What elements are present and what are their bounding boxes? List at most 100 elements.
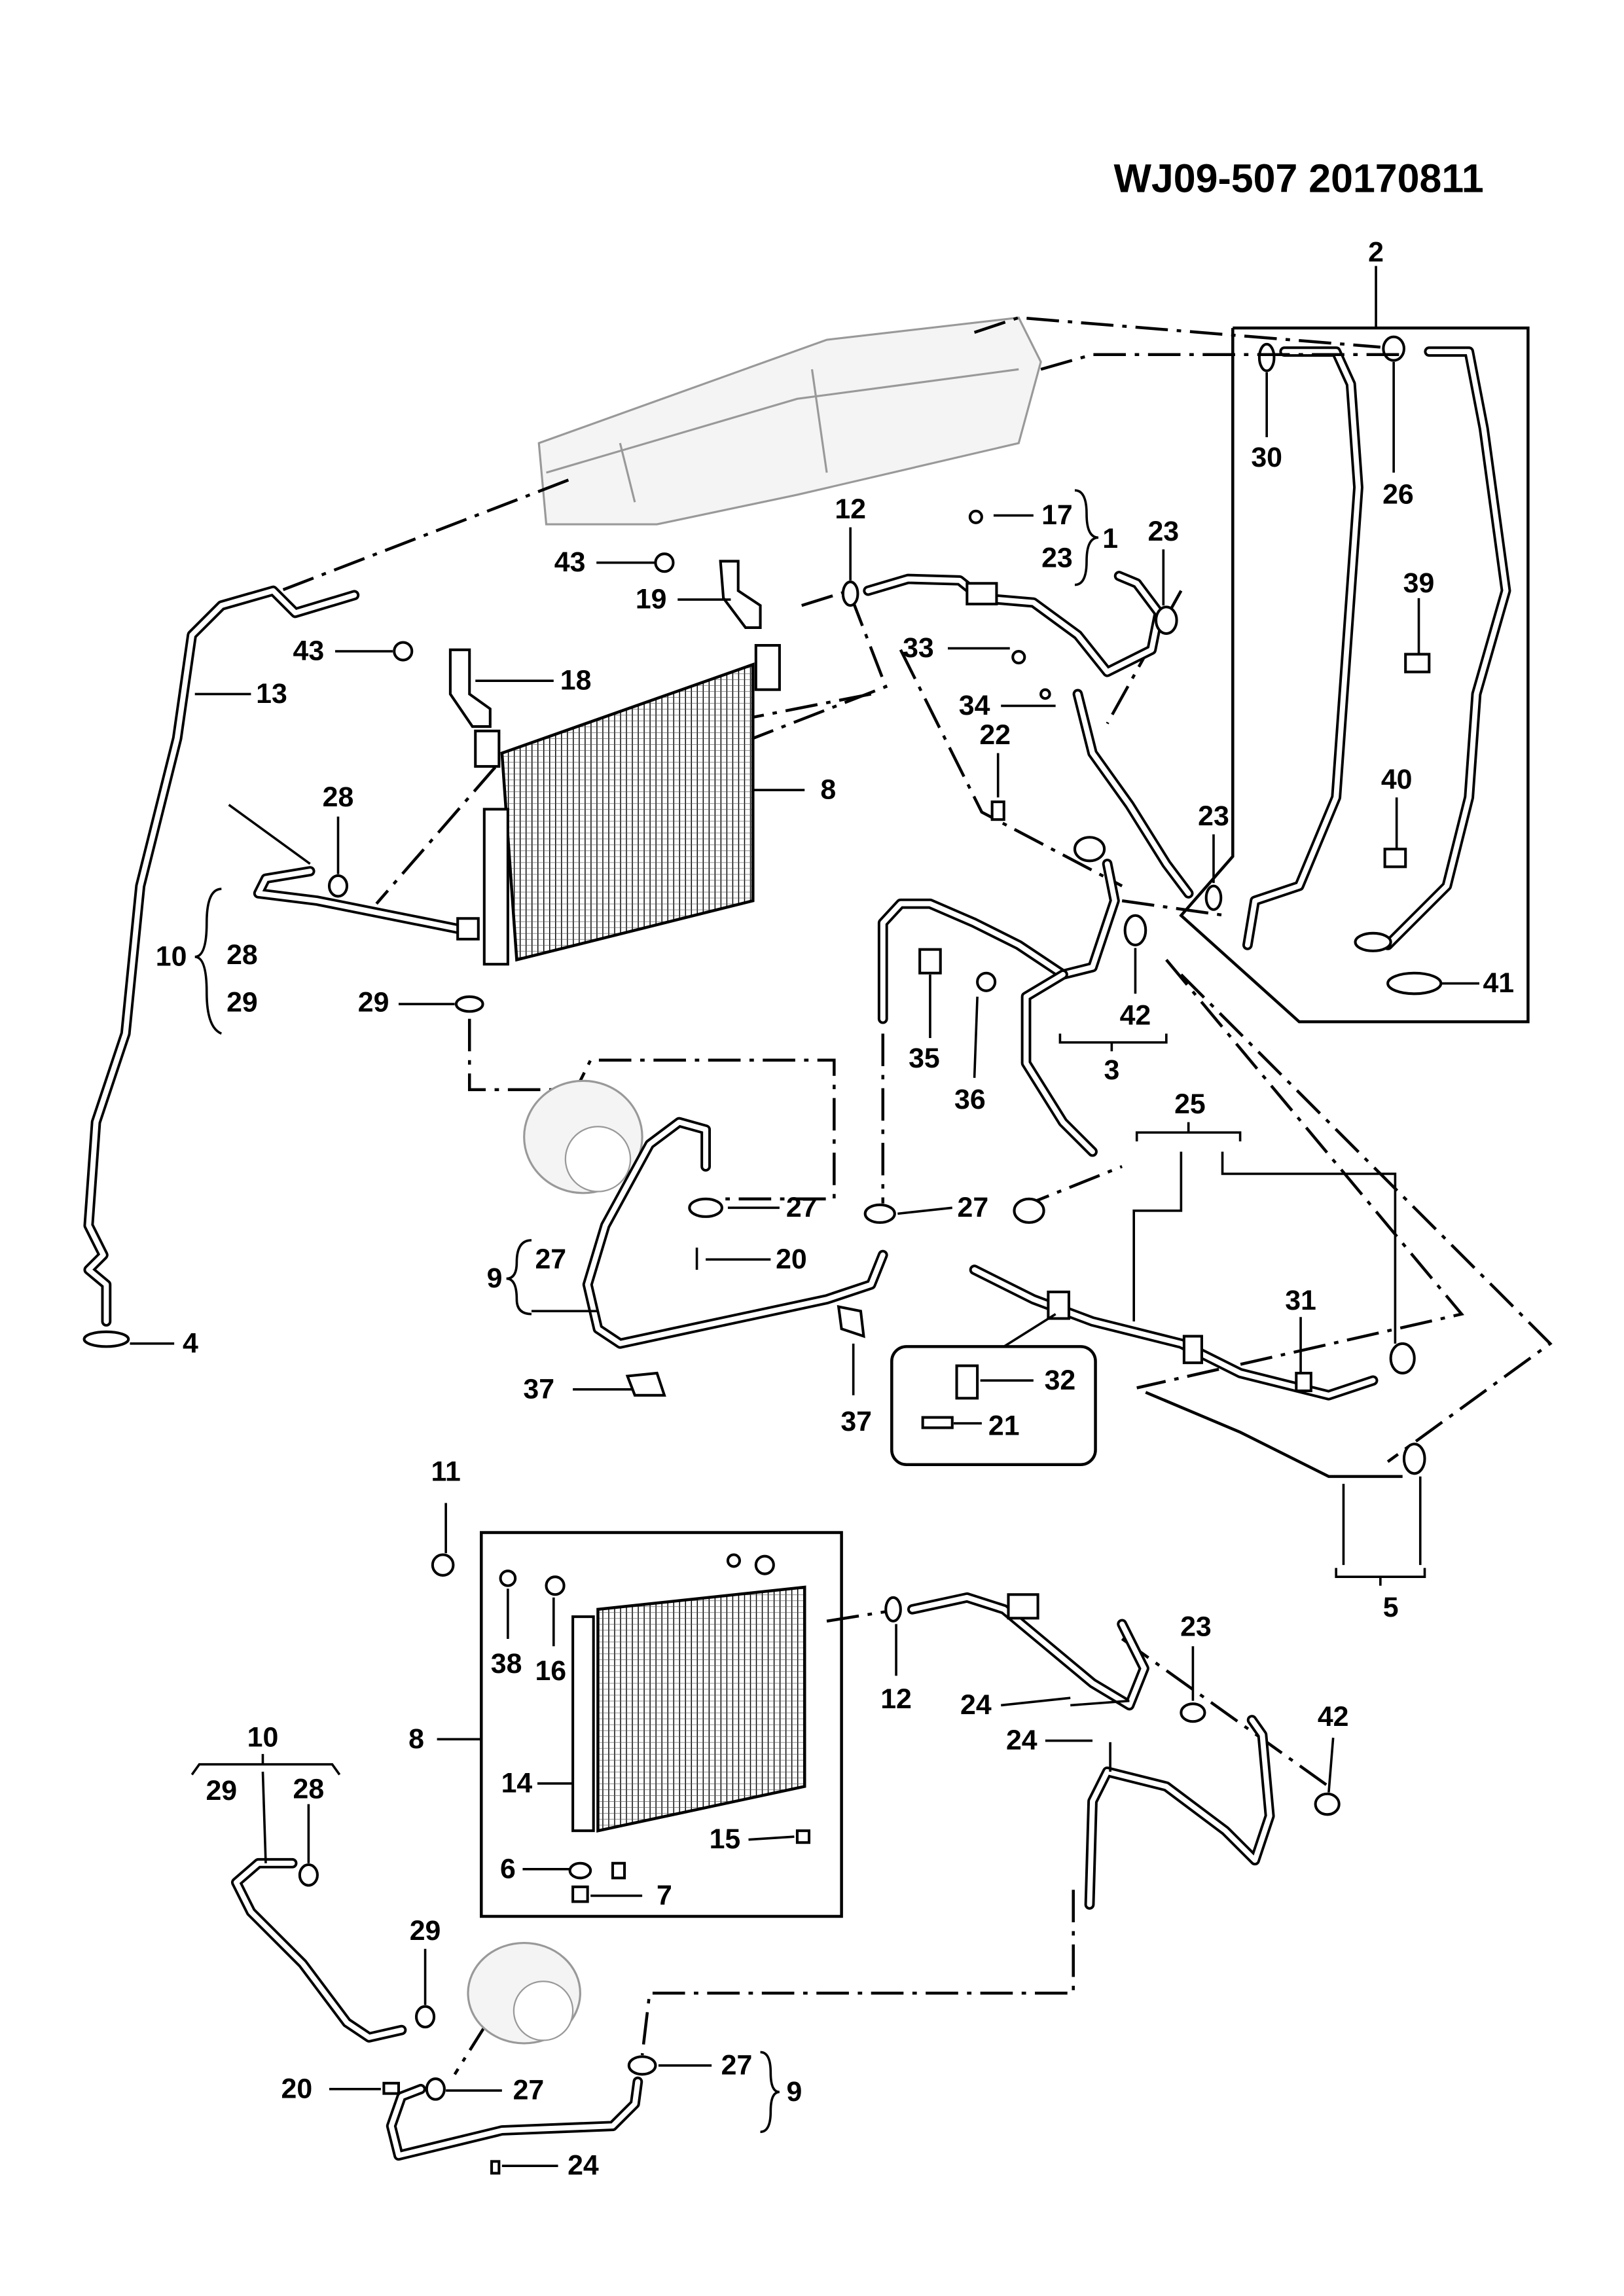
o-ring-42a [1123,914,1147,946]
callout-29: 29 [358,986,389,1018]
callout-24: 24 [960,1689,992,1721]
callout-27: 27 [958,1192,989,1223]
callout-13: 13 [256,678,287,709]
callout-32: 32 [1045,1365,1076,1396]
callout-36: 36 [954,1084,986,1115]
callout-24: 24 [1006,1725,1038,1756]
o-ring-6 [568,1861,592,1880]
callout-27: 27 [721,2049,753,2081]
callout-21: 21 [988,1410,1020,1442]
o-ring-28c [298,1863,319,1887]
o-ring-23c [1180,1702,1206,1723]
callout-5: 5 [1383,1592,1399,1623]
callout-40: 40 [1381,764,1413,795]
clip-39 [1404,653,1431,673]
callout-8: 8 [820,774,836,806]
o-ring-27a [688,1197,723,1218]
detail-box-32-21 [890,1313,1097,1467]
callout-11: 11 [431,1456,460,1488]
callout-3: 3 [1104,1054,1119,1086]
callout-12: 12 [880,1683,912,1715]
callout-12: 12 [835,493,866,525]
callout-22: 22 [979,719,1011,751]
callout-42: 42 [1318,1701,1349,1732]
o-ring-5 [1402,1443,1426,1475]
o-ring-23b [1204,884,1223,911]
liquid-line-13-drawing [82,585,360,1348]
hose-assembly-2-box [1179,266,1530,1024]
callout-14: 14 [501,1768,533,1799]
callout-41: 41 [1483,967,1514,999]
callout-23: 23 [1041,542,1073,573]
o-ring-25 [1389,1342,1416,1374]
diagram-title: WJ09-507 20170811 [1113,156,1483,201]
o-ring-27b [863,1203,896,1224]
o-ring-30 [1257,342,1276,372]
o-ring-27d [627,2055,657,2076]
callout-37: 37 [840,1406,872,1437]
o-ring-27e [425,2077,446,2101]
grommet-41 [1386,971,1443,996]
callout-2: 2 [1368,237,1384,268]
callout-7: 7 [657,1880,672,1911]
callout-43: 43 [293,636,325,667]
plug-7 [571,1885,589,1903]
callout-38: 38 [491,1648,522,1679]
o-ring-27c [1013,1197,1045,1224]
o-ring-23a [1154,605,1178,636]
pipe-assembly-25-drawing [969,1197,1426,1479]
o-ring-28 [327,874,349,898]
callout-23: 23 [1180,1611,1212,1642]
o-ring-42b [1314,1792,1341,1816]
callout-16: 16 [535,1655,566,1687]
callout-15: 15 [710,1823,741,1855]
o-ring-12a [841,581,859,607]
callout-4: 4 [183,1327,198,1359]
callout-25: 25 [1174,1088,1206,1120]
callout-9: 9 [487,1263,503,1294]
connection-lines [280,316,1553,2075]
discharge-hose-10-bottom-drawing [190,1753,581,2045]
o-ring-29 [454,995,484,1013]
callout-23: 23 [1198,800,1229,832]
suction-hose-drawing [1242,335,1511,996]
condenser-8-top-drawing [474,643,781,966]
callout-19: 19 [636,584,667,615]
callout-8: 8 [408,1723,424,1755]
callout-43: 43 [554,547,586,578]
hose-9-top-drawing [582,1117,896,1397]
callout-6: 6 [500,1853,516,1884]
callout-37: 37 [523,1373,554,1405]
callout-labels: 2 30 26 39 40 41 12 17 23 1 23 43 19 43 … [156,237,1514,2181]
callout-27: 27 [513,2075,545,2106]
compressor-top-drawing [523,1079,643,1194]
callout-27: 27 [535,1244,566,1275]
callout-27: 27 [786,1192,818,1223]
callout-35: 35 [909,1043,940,1074]
callout-10: 10 [156,941,187,972]
pipe-assembly-1-drawing [841,509,1223,911]
callout-26: 26 [1382,478,1414,510]
pipe-assembly-3-drawing [877,836,1147,1157]
callout-18: 18 [560,665,592,696]
callout-24: 24 [568,2150,599,2181]
pipe-assembly-bottom-drawing [884,1592,1341,1910]
callout-9: 9 [787,2076,803,2108]
callout-17: 17 [1041,499,1073,531]
condenser-8-bottom-drawing [431,1531,843,1918]
callout-33: 33 [903,632,934,664]
callout-39: 39 [1403,567,1435,599]
discharge-hose-10-top-drawing [228,804,484,1013]
callout-30: 30 [1251,442,1282,473]
callout-1: 1 [1102,523,1118,554]
bushing-16 [545,1575,566,1596]
callout-29: 29 [410,1915,441,1946]
callout-31: 31 [1285,1285,1316,1316]
washer-38 [499,1570,517,1587]
callout-28: 28 [293,1774,325,1805]
o-ring-29c [415,2005,436,2029]
o-ring-12b [884,1596,902,1623]
callout-20: 20 [776,1244,807,1275]
